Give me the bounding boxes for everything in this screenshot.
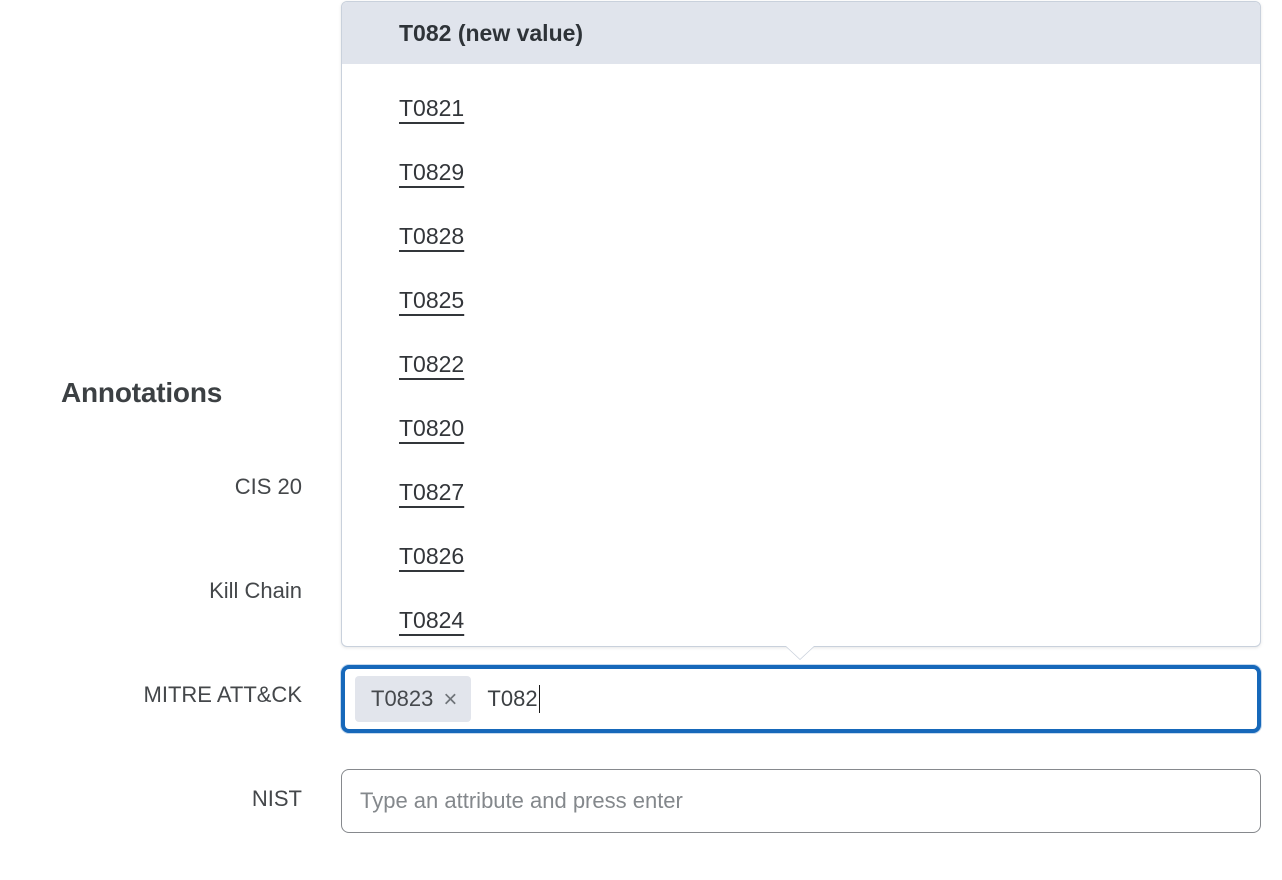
dropdown-option[interactable]: T0829 bbox=[342, 140, 1260, 204]
dropdown-option[interactable]: T0824 bbox=[342, 588, 1260, 646]
dropdown-option-label[interactable]: T0821 bbox=[399, 94, 465, 121]
tag-chip-t0823[interactable]: T0823 × bbox=[355, 676, 472, 722]
dropdown-option[interactable]: T0826 bbox=[342, 524, 1260, 588]
dropdown-option-label[interactable]: T0820 bbox=[399, 414, 465, 441]
dropdown-option[interactable]: T0822 bbox=[342, 332, 1260, 396]
dropdown-option-label[interactable]: T0824 bbox=[399, 606, 465, 633]
dropdown-option-label[interactable]: T0825 bbox=[399, 286, 465, 313]
tag-input-typed-area[interactable]: T082 bbox=[487, 685, 541, 713]
mitre-attack-tag-input[interactable]: T0823 × T082 bbox=[341, 665, 1261, 733]
dropdown-option-label[interactable]: T0826 bbox=[399, 542, 465, 569]
page-title: Annotations bbox=[61, 377, 223, 408]
dropdown-new-value-option[interactable]: T082 (new value) bbox=[342, 2, 1260, 64]
tag-input-typed-text: T082 bbox=[487, 686, 538, 711]
dropdown-option[interactable]: T0827 bbox=[342, 460, 1260, 524]
dropdown-option[interactable]: T0821 bbox=[342, 76, 1260, 140]
dropdown-option[interactable]: T0828 bbox=[342, 204, 1260, 268]
tag-chip-label: T0823 bbox=[371, 686, 434, 711]
dropdown-pointer-caret-icon bbox=[786, 646, 814, 659]
field-label-cis-20: CIS 20 bbox=[234, 474, 302, 499]
dropdown-option-list: T0821 T0829 T0828 T0825 T0822 T0820 T082… bbox=[342, 64, 1260, 646]
field-label-mitre-attack: MITRE ATT&CK bbox=[143, 682, 303, 707]
nist-tag-input[interactable]: Type an attribute and press enter bbox=[341, 769, 1261, 833]
dropdown-option[interactable]: T0820 bbox=[342, 396, 1260, 460]
dropdown-option-label[interactable]: T0822 bbox=[399, 350, 465, 377]
mitre-attack-suggestions-dropdown: T082 (new value) T0821 T0829 T0828 T0825… bbox=[341, 1, 1261, 647]
text-caret bbox=[538, 685, 541, 713]
dropdown-option-label[interactable]: T0829 bbox=[399, 158, 465, 185]
dropdown-option-label[interactable]: T0828 bbox=[399, 222, 465, 249]
dropdown-option-label[interactable]: T0827 bbox=[399, 478, 465, 505]
close-icon[interactable]: × bbox=[443, 686, 458, 713]
nist-input-placeholder: Type an attribute and press enter bbox=[360, 788, 683, 813]
field-label-kill-chain: Kill Chain bbox=[209, 578, 302, 603]
dropdown-option[interactable]: T0825 bbox=[342, 268, 1260, 332]
field-label-nist: NIST bbox=[251, 786, 302, 811]
